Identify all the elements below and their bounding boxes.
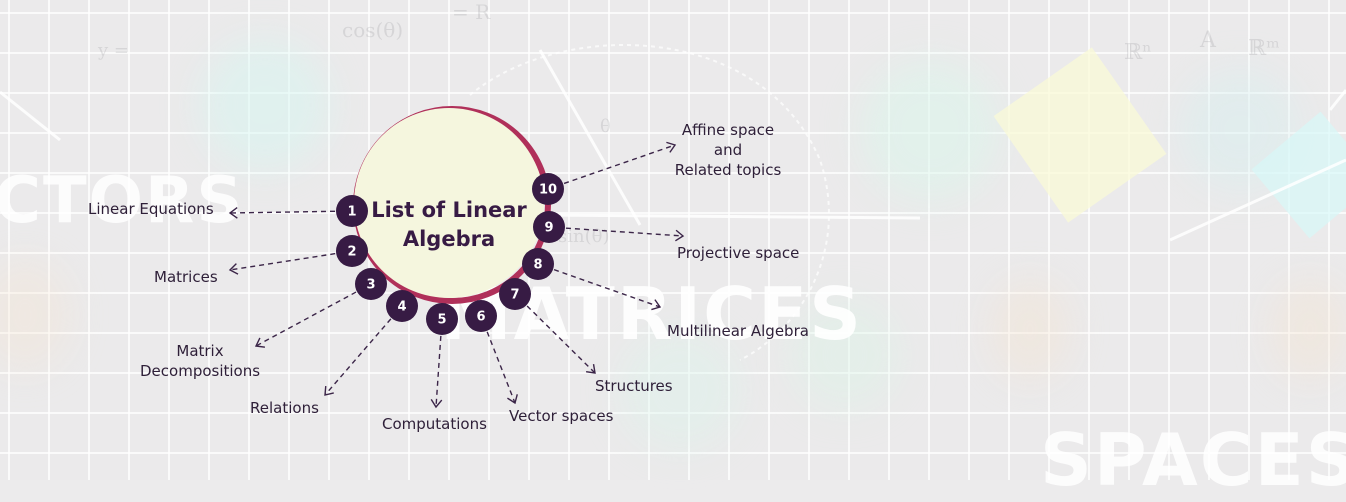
arrow-10 [563,144,676,185]
topic-label-6: Vector spaces [509,407,614,425]
node-number: 3 [366,278,375,293]
node-number: 10 [539,183,557,198]
node-circle [522,248,554,280]
topic-label-3: Matrix Decompositions [140,342,261,380]
topic-label-10: Affine space and Related topics [674,121,782,179]
math-watermark: y = [98,40,129,61]
node-circle [532,173,564,205]
topic-label-8: Multilinear Algebra [667,322,809,340]
background-lines [0,49,1346,242]
node-circle [355,268,387,300]
node-circle [465,300,497,332]
node-number: 5 [437,313,446,328]
topic-label-1: Linear Equations [88,200,214,218]
topic-label-9: Projective space [677,244,800,262]
math-watermark: cos(θ) [342,18,404,42]
node-circle [336,235,368,267]
math-watermark: ℝᵐ [1248,36,1280,61]
node-circle [426,303,458,335]
center-circle [354,108,544,298]
node-number: 1 [347,205,356,220]
topic-node-2: 2 [336,235,368,267]
topic-node-3: 3 [355,268,387,300]
arrowhead-3 [254,337,266,348]
math-watermark: θ [600,116,611,137]
node-circle [336,195,368,227]
arrowhead-8 [651,299,662,311]
background-dashed-curve [469,44,830,361]
node-number: 9 [544,221,553,236]
node-circle [499,278,531,310]
node-number: 2 [347,245,356,260]
arrow-7 [526,305,596,374]
connector-arrows [228,141,685,409]
topic-node-4: 4 [386,290,418,322]
topic-label-5: Computations [382,415,487,433]
arrowhead-4 [324,385,334,396]
node-circle [533,211,565,243]
topic-node-10: 10 [532,173,564,205]
center-title: List of Linear Algebra [371,198,527,251]
math-watermark: = R [452,0,491,24]
node-circle [386,290,418,322]
arrowhead-5 [430,399,443,409]
topic-nodes: 1 2 3 4 5 6 78 9 10 [336,173,565,335]
arrowhead-2 [228,263,239,275]
topic-node-7: 7 [499,278,531,310]
arrow-2 [229,252,336,271]
topic-node-6: 6 [465,300,497,332]
background-blob [620,330,740,450]
watermark-vectors: CTORS [0,164,245,238]
topic-node-8: 8 [522,248,554,280]
node-number: 7 [510,288,519,303]
background-blob [990,280,1070,380]
arrow-3 [255,291,357,347]
arrowhead-7 [585,364,596,374]
topic-label-4: Relations [250,399,319,417]
math-watermark: ℝⁿ [1124,40,1152,65]
arrow-1 [229,210,336,214]
background-blob [200,40,330,170]
arrow-5 [435,335,442,408]
topic-node-5: 5 [426,303,458,335]
arrowhead-1 [228,207,238,219]
background-blob [1270,280,1346,380]
topic-node-9: 9 [533,211,565,243]
arrow-8 [553,268,661,308]
topic-label-7: Structures [595,377,673,395]
node-number: 8 [533,258,542,273]
topic-diagram: 1 2 3 4 5 6 78 9 10 [0,44,1346,409]
arrowhead-10 [666,141,677,153]
arrow-9 [565,227,684,237]
background-blob [790,300,900,410]
math-watermark: sin(θ) [558,226,610,247]
node-number: 6 [476,310,485,325]
node-number: 4 [397,300,406,315]
background-blob [0,260,70,370]
arrowhead-9 [675,229,685,242]
math-watermark: A [1200,28,1216,53]
arrowhead-6 [507,394,518,405]
arrow-4 [324,318,392,396]
topic-label-2: Matrices [154,268,218,286]
topic-node-1: 1 [336,195,368,227]
background-blob [860,60,1000,200]
arrow-6 [486,331,516,404]
